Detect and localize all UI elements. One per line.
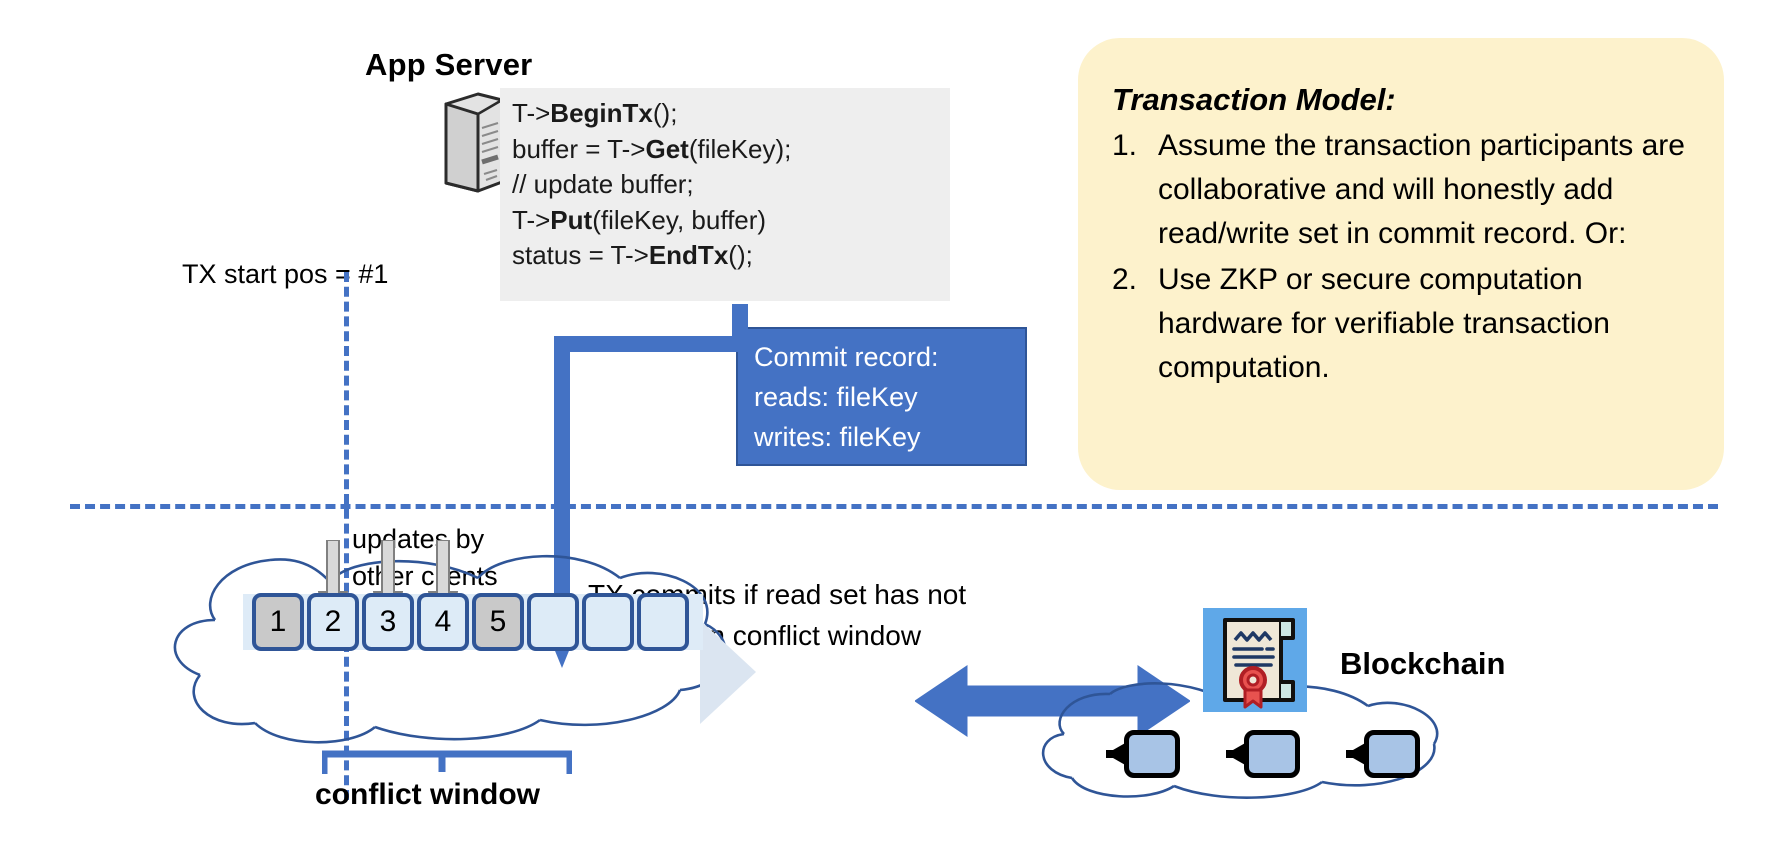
conflict-window-brace bbox=[322, 750, 572, 774]
chain-block[interactable] bbox=[1364, 730, 1420, 778]
commit-record-box: Commit record: reads: fileKey writes: fi… bbox=[736, 327, 1027, 466]
ledger-block[interactable]: 2 bbox=[307, 593, 359, 651]
list-item: 1. Assume the transaction participants a… bbox=[1112, 124, 1698, 256]
certificate-seal-icon bbox=[1203, 608, 1307, 712]
ledger-block[interactable]: 4 bbox=[417, 593, 469, 651]
server-tower-icon bbox=[444, 92, 504, 193]
conflict-window-label: conflict window bbox=[315, 778, 540, 811]
chain-block[interactable] bbox=[1124, 730, 1180, 778]
tx-start-dashed-line bbox=[344, 272, 349, 800]
commit-record-reads: reads: fileKey bbox=[754, 382, 918, 412]
code-line-4: T->Put(fileKey, buffer) bbox=[512, 204, 767, 235]
code-snippet-box: T->BeginTx(); buffer = T->Get(fileKey); … bbox=[500, 88, 950, 301]
commit-record-title: Commit record: bbox=[754, 342, 939, 372]
ledger-block[interactable] bbox=[527, 593, 579, 651]
chain-block[interactable] bbox=[1244, 730, 1300, 778]
list-item-text: Assume the transaction participants are … bbox=[1158, 129, 1685, 250]
sync-double-arrow bbox=[915, 665, 1190, 737]
commit-record-writes: writes: fileKey bbox=[754, 422, 921, 452]
list-item-number: 2. bbox=[1112, 263, 1138, 296]
ledger-block[interactable]: 5 bbox=[472, 593, 524, 651]
transaction-model-list: 1. Assume the transaction participants a… bbox=[1112, 124, 1698, 390]
list-item-text: Use ZKP or secure computation hardware f… bbox=[1158, 263, 1610, 384]
code-line-5: status = T->EndTx(); bbox=[512, 240, 753, 270]
transaction-model-callout: Transaction Model: 1. Assume the transac… bbox=[1078, 38, 1724, 490]
app-server-title: App Server bbox=[365, 47, 533, 82]
layer-boundary-dashed-line bbox=[70, 504, 1718, 509]
ledger-block[interactable] bbox=[637, 593, 689, 651]
blockchain-label: Blockchain bbox=[1340, 646, 1506, 681]
tx-start-pos-label: TX start pos = #1 bbox=[182, 259, 389, 289]
list-item-number: 1. bbox=[1112, 129, 1138, 162]
ledger-cloud-outline bbox=[173, 554, 756, 744]
ledger-block[interactable]: 3 bbox=[362, 593, 414, 651]
list-item: 2. Use ZKP or secure computation hardwar… bbox=[1112, 258, 1698, 390]
transaction-model-title: Transaction Model: bbox=[1112, 82, 1396, 117]
code-line-2: buffer = T->Get(fileKey); bbox=[512, 133, 792, 164]
code-line-3: // update buffer; bbox=[512, 169, 694, 199]
ledger-block[interactable]: 1 bbox=[252, 593, 304, 651]
ledger-block[interactable] bbox=[582, 593, 634, 651]
updates-label-line1: updates by bbox=[352, 524, 485, 554]
updates-by-other-clients-label: updates by other clients updates by othe… bbox=[352, 521, 498, 595]
code-line-1: T->BeginTx(); bbox=[512, 98, 678, 128]
tx-commits-condition-label: TX commits if read set has not changed i… bbox=[588, 574, 966, 656]
